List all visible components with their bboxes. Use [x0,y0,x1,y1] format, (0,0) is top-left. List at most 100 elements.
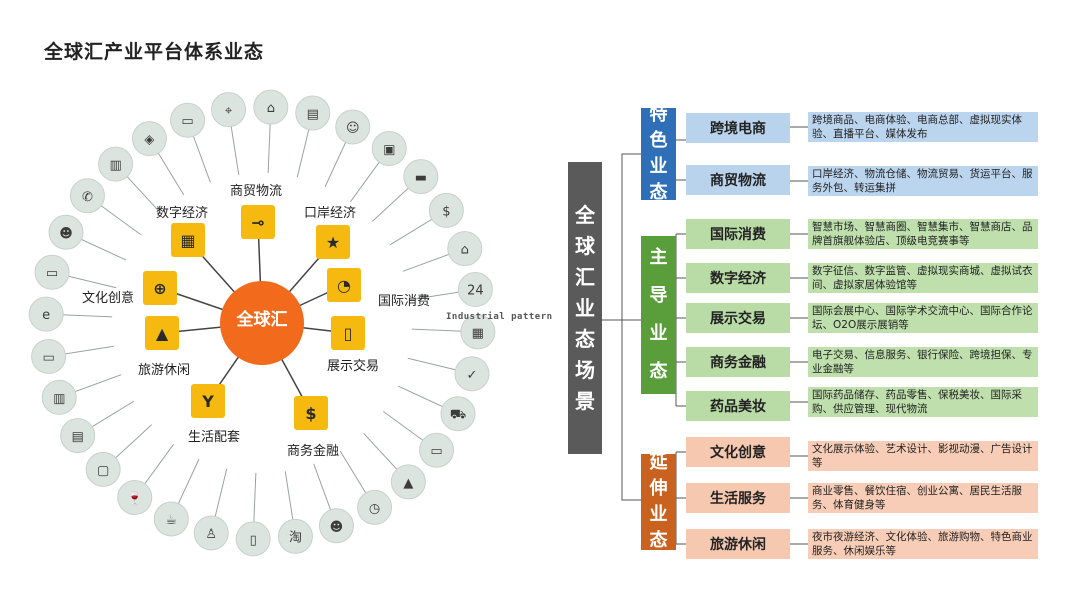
library-icon: ▥ [98,146,134,182]
node-icon-glyph: ▦ [180,231,195,250]
node-icon-bg [145,316,179,350]
item-exhibition-trade: 展示交易 [686,303,790,333]
taobao-icon: 淘 [277,518,313,554]
outer-icon-bg [98,146,134,182]
outer-icon-glyph: ☻ [330,520,344,535]
outer-icon-bg [253,89,289,125]
outer-icon-glyph: ✆ [82,190,93,205]
outer-icon-bg [60,418,96,454]
node-icon-bg [327,268,361,302]
center-circle [220,281,304,365]
node-label-intl-consumption: 国际消费 [378,294,431,309]
outer-icon-glyph: ▥ [109,158,121,173]
node-label-exhibition-trade: 展示交易 [327,359,380,374]
delivery-truck-icon: ▭ [170,102,206,138]
outer-icon-glyph: 淘 [289,530,302,545]
drinks-icon: 🍷 [117,480,153,516]
desc-intl-consumption: 智慧市场、智慧商圈、智慧集市、智慧商店、品牌首旗舰体验店、顶级电竞赛事等 [808,219,1038,249]
outer-icon-bg [447,231,483,267]
outer-icon-bg [34,254,70,290]
node-icon-glyph: ◔ [337,276,351,295]
growth-chart-icon: ▲ [390,464,426,500]
outer-icon-bg [419,432,455,468]
outer-icon-bg [117,480,153,516]
chat-message-icon: ▭ [34,254,70,290]
desc-business-finance: 电子交易、信息服务、银行保险、跨境担保、专业金融等 [808,347,1038,377]
node-label-life-support: 生活配套 [188,430,241,445]
outer-icon-bg [170,102,206,138]
outer-icon-glyph: 24 [467,284,484,299]
outer-icon-glyph: ☺ [346,121,360,136]
node-label-cultural-creative: 文化创意 [82,291,135,306]
outer-icon-bg [69,178,105,214]
outer-icon-glyph: ▤ [307,107,319,122]
coffee-cup-icon: ☕ [153,501,189,537]
node-icon-bg [171,223,205,257]
outer-icon-bg [48,214,84,250]
outer-icon-glyph: ◈ [144,133,154,148]
node-icon-glyph: $ [305,404,316,423]
outer-icon-bg [211,92,247,128]
node-icon-glyph: ⊸ [251,213,264,232]
shopping-bag-icon: ◈ [131,121,167,157]
node-icon-bg [191,384,225,418]
cash-money-icon: ▭ [419,432,455,468]
hour-24-icon: 24 [457,272,493,308]
desc-cultural-creative: 文化展示体验、艺术设计、影视动漫、广告设计等 [808,441,1038,471]
industry-wheel-diagram: ▭⌖⌂▤☺▣▬$⌂24▦✓⛟▭▲◷☻淘▯♙☕🍷▢▤▥▭e▭☻✆▥◈ ⊸★◔▯$Y… [28,89,496,557]
node-icon-glyph: Y [201,392,214,411]
vacancy-sign-icon: ▬ [403,159,439,195]
customer-service-icon: ☺ [335,109,371,145]
outer-icon-ring: ▭⌖⌂▤☺▣▬$⌂24▦✓⛟▭▲◷☻淘▯♙☕🍷▢▤▥▭e▭☻✆▥◈ [28,89,496,557]
item-tourism-leisure: 旅游休闲 [686,529,790,559]
outer-icon-glyph: ✓ [466,368,477,383]
desc-cross-border-ecommerce: 跨境商品、电商体验、电商总部、虚拟现实体验、直播平台、媒体发布 [808,112,1038,142]
category-special: 特色业态 [641,104,676,203]
document-icon: ▥ [41,379,77,415]
outer-icon-glyph: ▦ [472,326,484,341]
node-label-trade-logistics: 商贸物流 [230,184,283,199]
outer-icon-glyph: ▬ [415,171,427,186]
outer-icon-bg [85,451,121,487]
cash-register-icon: ▤ [60,418,96,454]
item-intl-consumption: 国际消费 [686,219,790,249]
category-extend-label: 延伸业态 [649,452,668,551]
outer-icon-glyph: ☻ [59,226,73,241]
category-special-label: 特色业态 [649,104,668,203]
outer-icon-bg [460,314,496,350]
mountain-landscape-icon: ▲ [145,316,179,350]
outer-icon-glyph: ▭ [181,114,193,129]
money-bag-icon: $ [428,192,464,228]
item-trade-logistics: 商贸物流 [686,165,790,195]
outer-icon-bg [41,379,77,415]
desc-life-services: 商业零售、餐饮住宿、创业公寓、居民生活服务、体育健身等 [808,483,1038,513]
outer-icon-bg [403,159,439,195]
dollar-coin-icon: $ [294,396,328,430]
node-label-tourism-leisure: 旅游休闲 [138,363,191,378]
outer-icon-bg [277,518,313,554]
node-icon-glyph: ▯ [344,324,353,343]
outer-icon-bg [440,396,476,432]
outer-icon-bg [318,508,354,544]
node-icon-bg [241,205,275,239]
node-icon-bg [294,396,328,430]
node-label-port-economy: 口岸经济 [304,206,357,221]
outer-icon-glyph: ☕ [165,513,177,528]
trolley-icon: ⛟ [440,396,476,432]
package-box-icon: ▣ [371,130,407,166]
category-main-label: 主导业态 [649,247,668,382]
tree-root-label: 全球汇业态场景 [575,202,595,413]
police-badge-icon: ★ [316,225,350,259]
outer-icon-bg [295,95,331,131]
waiter-icon: ♙ [193,515,229,551]
camera-icon: ▢ [85,451,121,487]
outer-icon-glyph: ⌖ [225,104,233,119]
desc-tourism-leisure: 夜市夜游经济、文化体验、旅游购物、特色商业服务、休闲娱乐等 [808,529,1038,559]
outer-icon-glyph: 🍷 [127,491,143,507]
node-icon-glyph: ★ [326,233,340,252]
desc-exhibition-trade: 国际会展中心、国际学术交流中心、国际合作论坛、O2O展示展销等 [808,303,1038,333]
category-extend: 延伸业态 [641,452,676,551]
outer-icon-bg [371,130,407,166]
outer-icon-glyph: ▥ [53,391,65,406]
smartphone-icon: ▯ [331,316,365,350]
